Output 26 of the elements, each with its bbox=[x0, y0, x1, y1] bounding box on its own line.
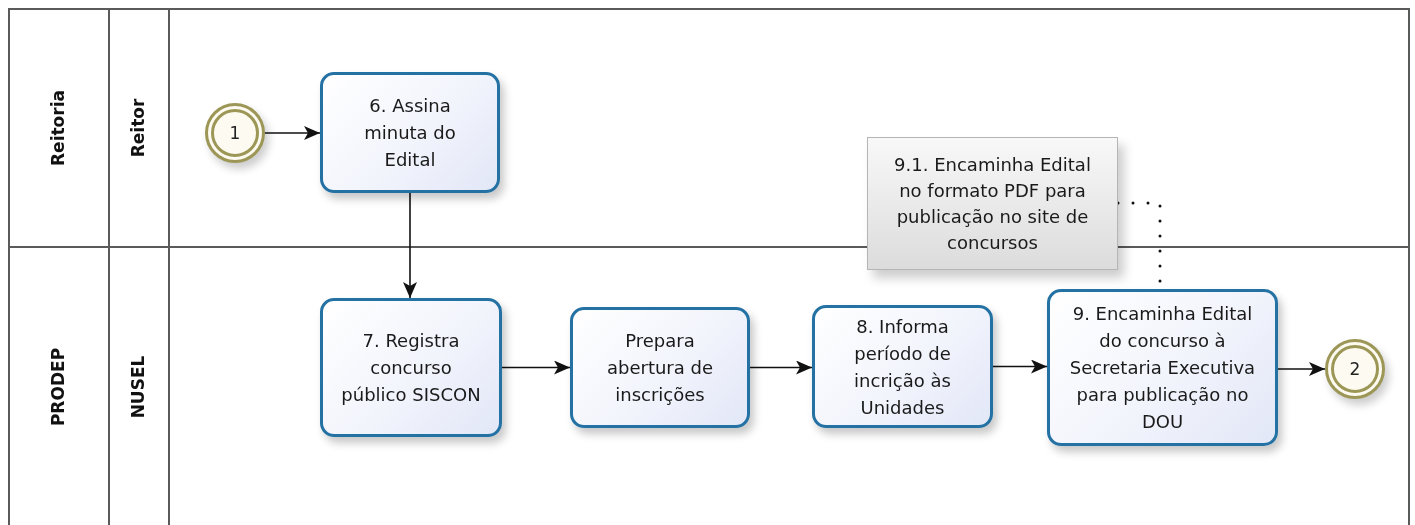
arrow bbox=[992, 359, 1048, 374]
connector-circle bbox=[1325, 339, 1385, 399]
task-box bbox=[570, 307, 750, 428]
arrow bbox=[403, 192, 417, 299]
arrow bbox=[749, 360, 813, 375]
arrow bbox=[1277, 362, 1326, 376]
task-box bbox=[812, 305, 993, 428]
lane-label: Reitor bbox=[127, 98, 149, 158]
task-label: 7. Registra concurso público SISCON bbox=[340, 329, 482, 407]
task-label: 6. Assina minuta do Edital bbox=[363, 94, 457, 172]
connector-number: 2 bbox=[1349, 359, 1361, 379]
task-label: 8. Informa período de incrição às Unidades bbox=[853, 314, 952, 420]
connector-number: 1 bbox=[229, 123, 241, 143]
task-box bbox=[320, 298, 502, 437]
task-label: 9. Encaminha Edital do concurso à Secretaria Executiva para publicação no DOU bbox=[1068, 302, 1257, 434]
pool-label: PRODEP bbox=[47, 347, 69, 426]
lane-label: NUSEL bbox=[127, 355, 149, 418]
pool-label: Reitoria bbox=[47, 90, 69, 166]
task-box bbox=[1047, 289, 1278, 446]
arrow bbox=[501, 360, 571, 375]
annotation-box bbox=[867, 137, 1118, 270]
annotation-text: 9.1. Encaminha Edital no formato PDF para publicação no site de concursos bbox=[893, 152, 1092, 255]
arrow bbox=[264, 126, 321, 140]
task-label: Prepara abertura de inscrições bbox=[605, 329, 715, 407]
connector-circle bbox=[205, 103, 265, 163]
task-box bbox=[320, 72, 500, 193]
